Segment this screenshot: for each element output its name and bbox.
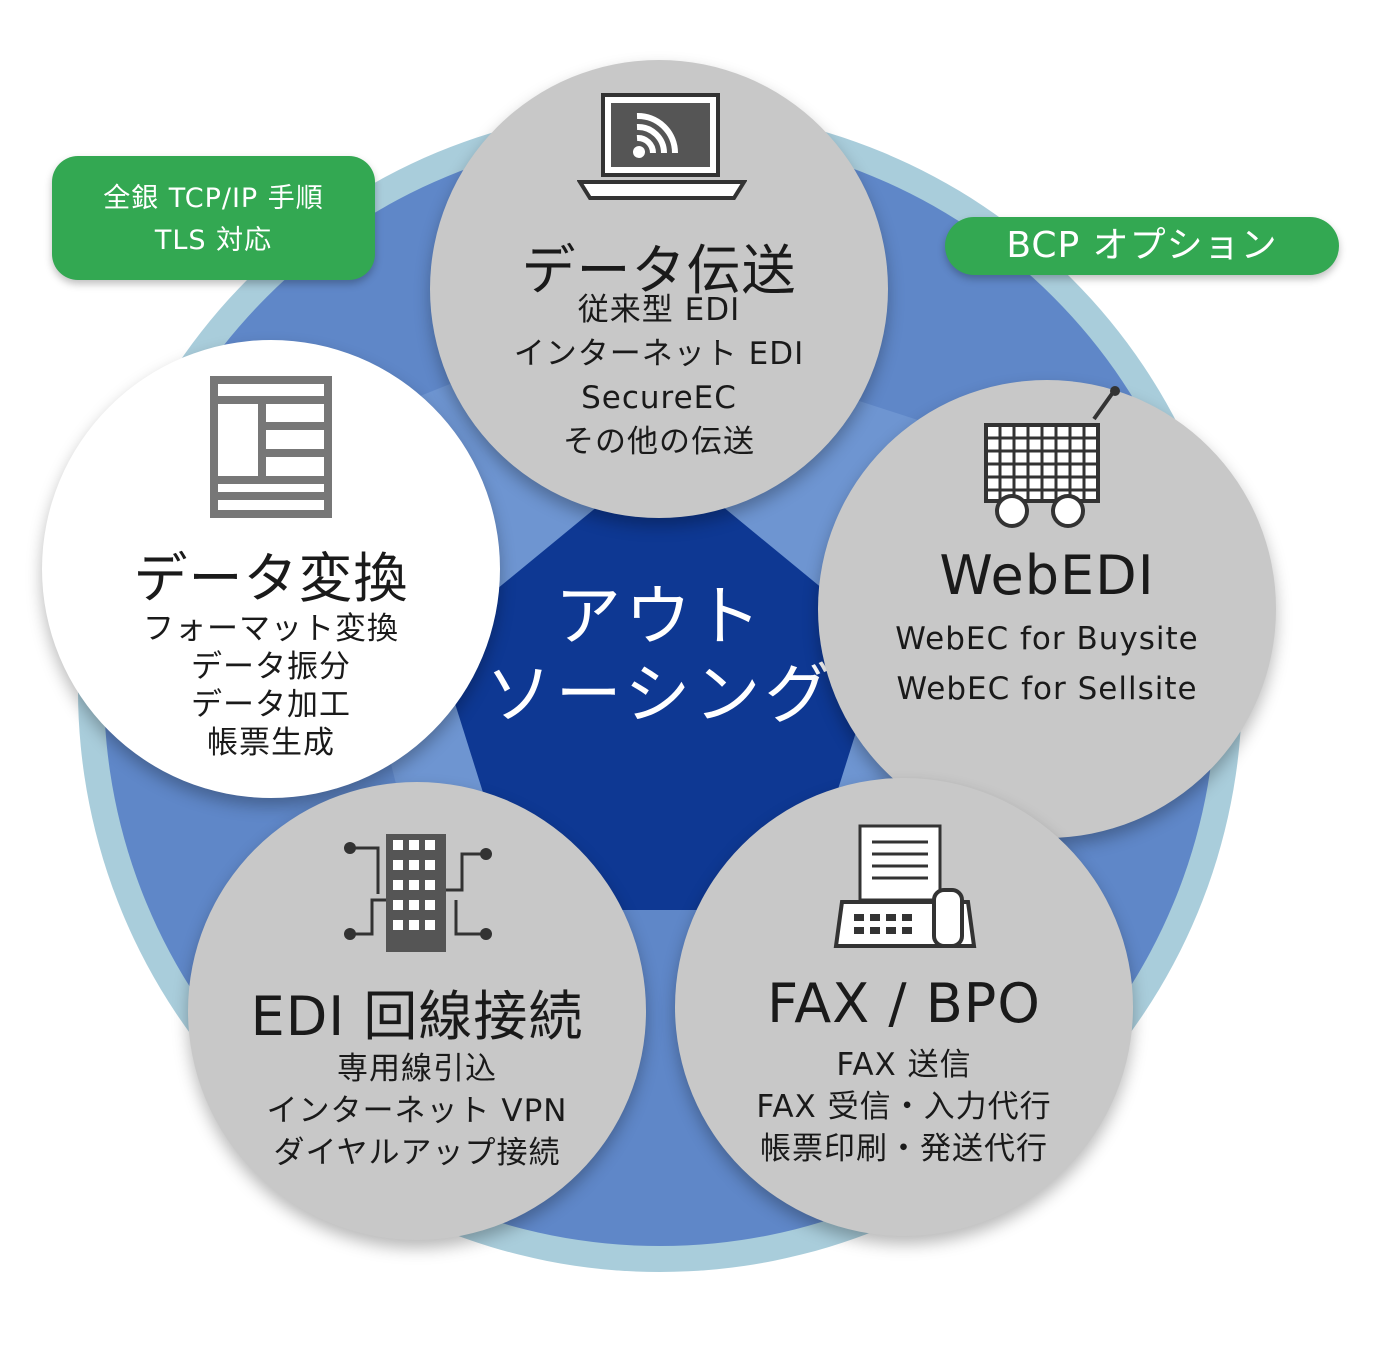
center-label-line2: ソーシング [485, 656, 835, 733]
zengin-badge-line1: 全銀 TCP/IP 手順 [103, 183, 324, 214]
data-conversion-item: フォーマット変換 [143, 611, 399, 647]
center-pentagon [435, 455, 885, 910]
node-fax-bpo: FAX / BPO FAX 送信 FAX 受信・入力代行 帳票印刷・発送代行 [675, 778, 1133, 1236]
zengin-tls-badge: 全銀 TCP/IP 手順 TLS 対応 [52, 156, 375, 280]
building-network-icon [344, 834, 492, 952]
data-transfer-item: 従来型 EDI [577, 292, 741, 328]
center-label-line1: アウト [555, 578, 765, 655]
webedi-item: WebEC for Sellsite [896, 671, 1198, 707]
center-label: アウト ソーシング [460, 578, 860, 734]
node-webedi: WebEDI WebEC for Buysite WebEC for Sells… [818, 380, 1276, 838]
document-layout-icon [210, 376, 332, 518]
node-data-conversion: データ変換 フォーマット変換 データ振分 データ加工 帳票生成 [42, 340, 500, 798]
fax-bpo-item: FAX 受信・入力代行 [756, 1089, 1052, 1125]
data-conversion-items: フォーマット変換 データ振分 データ加工 帳票生成 [42, 610, 500, 762]
fax-bpo-item: 帳票印刷・発送代行 [760, 1131, 1048, 1167]
edi-line-items: 専用線引込 インターネット VPN ダイヤルアップ接続 [188, 1048, 646, 1174]
edi-line-title: EDI 回線接続 [250, 985, 584, 1048]
node-edi-line-connection: EDI 回線接続 専用線引込 インターネット VPN ダイヤルアップ接続 [188, 782, 646, 1240]
zengin-badge-line2: TLS 対応 [154, 225, 273, 256]
data-transfer-item: SecureEC [581, 380, 737, 416]
webedi-item: WebEC for Buysite [895, 621, 1199, 657]
data-transfer-item: インターネット EDI [513, 336, 805, 372]
fax-bpo-title: FAX / BPO [767, 972, 1041, 1035]
data-transfer-title: データ伝送 [521, 239, 797, 302]
data-conversion-item: 帳票生成 [207, 725, 335, 761]
data-conversion-item: データ振分 [191, 649, 351, 685]
laptop-wireless-icon [577, 93, 747, 200]
shopping-cart-icon [984, 386, 1120, 528]
edi-line-item: インターネット VPN [266, 1093, 568, 1129]
data-transfer-item: その他の伝送 [563, 424, 755, 460]
webedi-title: WebEDI [939, 544, 1155, 607]
data-conversion-item: データ加工 [191, 687, 351, 723]
fax-machine-icon [833, 824, 977, 948]
node-data-transfer: データ伝送 従来型 EDI インターネット EDI SecureEC その他の伝… [430, 60, 888, 518]
edi-line-item: 専用線引込 [337, 1051, 497, 1087]
edi-line-item: ダイヤルアップ接続 [273, 1135, 561, 1171]
data-transfer-items: 従来型 EDI インターネット EDI SecureEC その他の伝送 [430, 288, 888, 464]
fax-bpo-items: FAX 送信 FAX 受信・入力代行 帳票印刷・発送代行 [675, 1044, 1133, 1170]
data-conversion-title: データ変換 [133, 547, 409, 610]
webedi-items: WebEC for Buysite WebEC for Sellsite [818, 614, 1276, 714]
bcp-option-badge: BCP オプション [945, 217, 1339, 275]
fax-bpo-item: FAX 送信 [836, 1047, 972, 1083]
